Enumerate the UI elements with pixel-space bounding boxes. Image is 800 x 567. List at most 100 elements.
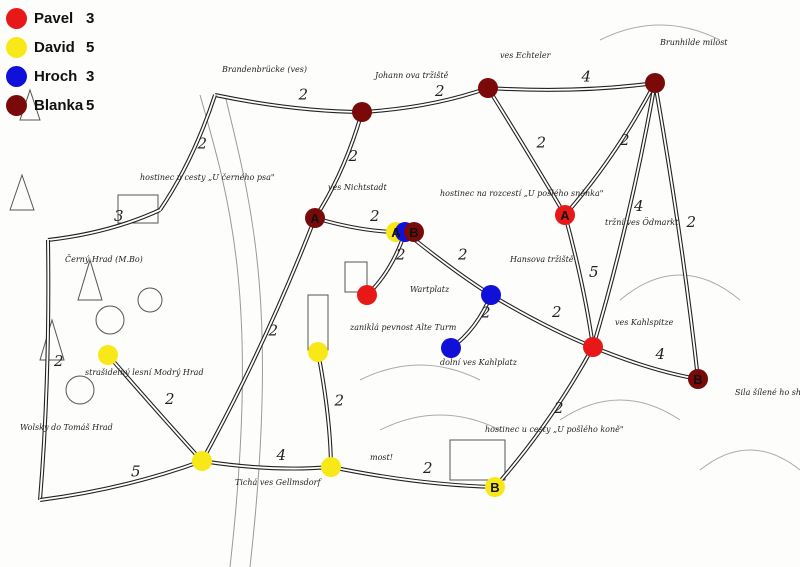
player-token[interactable] — [352, 102, 372, 122]
road-cost: 2 — [53, 352, 64, 370]
player-score: 5 — [86, 97, 95, 114]
token-david[interactable] — [308, 342, 328, 362]
road-line — [39, 459, 203, 502]
road-line — [489, 293, 594, 349]
road-line — [330, 465, 496, 489]
place-label-alteturm: zaniklá pevnost Alte Turm — [349, 323, 457, 332]
place-label-inn1: hostinec na rozcestí „U pošlého sněnka" — [440, 189, 603, 198]
token-hroch[interactable] — [441, 338, 461, 358]
road-line — [653, 82, 700, 380]
place-label-inn3: hostinec u cesty „U černého psa" — [140, 173, 275, 182]
road-cost: 4 — [655, 345, 666, 363]
road-cost: 2 — [348, 147, 359, 165]
road-line — [47, 208, 161, 242]
road-inner — [330, 466, 496, 488]
road-cost: 2 — [298, 86, 309, 104]
place-label-sila: Sila šílené ho shiba — [735, 388, 800, 397]
road-line — [592, 345, 699, 381]
player-name: Blanka — [34, 97, 84, 114]
token-pavel[interactable] — [583, 337, 603, 357]
road-kahlspitze-inn2: 2 — [493, 346, 595, 489]
player-color-dot — [6, 95, 27, 116]
road-inner — [592, 82, 656, 348]
player-token[interactable] — [688, 369, 708, 389]
road-johann-nichtstadt: 2 — [313, 111, 364, 220]
player-color-dot — [6, 37, 27, 58]
place-label-modry: strašidelný lesní Modrý Hrad — [85, 368, 204, 377]
road-inner — [490, 294, 594, 348]
road-cost: 2 — [686, 213, 697, 231]
road-tomas-gellm: 5 — [39, 459, 203, 502]
road-inner — [564, 82, 656, 216]
road-inner — [201, 217, 316, 462]
player-token[interactable] — [305, 208, 325, 228]
place-label-brunhilde: Brunhilde milost — [659, 38, 728, 47]
road-cost: 2 — [536, 134, 547, 152]
road-cost: 2 — [457, 246, 468, 264]
token-pavel[interactable] — [555, 205, 575, 225]
player-token[interactable] — [321, 457, 341, 477]
labels-layer: Brandenbrücke (ves)Johann ova tržištěves… — [20, 38, 800, 487]
player-score: 5 — [86, 39, 95, 56]
player-name: Hroch — [34, 68, 78, 85]
road-odmarkt-kahlspitze: 5 — [563, 214, 599, 348]
road-line — [493, 346, 595, 489]
token-blanka[interactable] — [688, 369, 708, 389]
player-name: David — [34, 39, 75, 56]
road-cost: 4 — [633, 197, 644, 215]
player-token[interactable] — [485, 477, 505, 497]
road-cost: 4 — [276, 446, 287, 464]
road-inner — [494, 346, 594, 488]
player-token[interactable] — [357, 285, 377, 305]
place-label-johann: Johann ova tržiště — [373, 71, 449, 80]
token-david[interactable] — [98, 345, 118, 365]
token-mark: A — [310, 211, 320, 226]
place-label-tomas: Wolsky do Tomáš Hrad — [20, 423, 113, 432]
token-blanka[interactable] — [645, 73, 665, 93]
player-token[interactable] — [555, 205, 575, 225]
place-label-cerny: Černý Hrad (M.Bo) — [65, 255, 143, 264]
token-david[interactable] — [485, 477, 505, 497]
token-mark: A — [560, 208, 570, 223]
player-token[interactable] — [192, 451, 212, 471]
place-label-echteler: ves Echteler — [500, 51, 552, 60]
road-johann-echteler: 2 — [361, 82, 489, 114]
token-hroch[interactable] — [481, 285, 501, 305]
road-inn3-cerny: 3 — [47, 207, 161, 242]
road-bridge-johann: 2 — [214, 86, 363, 114]
road-nichtstadt-gellm: 2 — [200, 217, 317, 462]
player-token[interactable] — [478, 78, 498, 98]
place-label-nichtstadt: ves Nichtstadt — [328, 183, 388, 192]
road-inner — [564, 214, 594, 348]
player-token[interactable] — [404, 222, 424, 242]
road-inner — [39, 460, 203, 501]
player-token[interactable] — [308, 342, 328, 362]
player-token[interactable] — [441, 338, 461, 358]
token-blanka[interactable] — [404, 222, 424, 242]
player-token[interactable] — [583, 337, 603, 357]
road-cost: 4 — [581, 68, 592, 86]
road-cost: 5 — [589, 263, 599, 281]
player-color-dot — [6, 8, 27, 29]
token-david[interactable] — [192, 451, 212, 471]
token-blanka[interactable] — [305, 208, 325, 228]
token-blanka[interactable] — [352, 102, 372, 122]
road-cost: 2 — [434, 82, 445, 100]
player-token[interactable] — [98, 345, 118, 365]
road-kahlspitze-sila: 4 — [592, 345, 699, 381]
token-pavel[interactable] — [357, 285, 377, 305]
road-inner — [201, 460, 332, 470]
road-inner — [317, 351, 332, 468]
player-token[interactable] — [645, 73, 665, 93]
road-modry-gellm: 2 — [106, 353, 204, 463]
road-hansova-kahlspitze: 2 — [489, 293, 594, 349]
road-inner — [366, 231, 406, 296]
token-david[interactable] — [321, 457, 341, 477]
token-blanka[interactable] — [478, 78, 498, 98]
player-token[interactable] — [481, 285, 501, 305]
place-label-most: most! — [370, 453, 393, 462]
